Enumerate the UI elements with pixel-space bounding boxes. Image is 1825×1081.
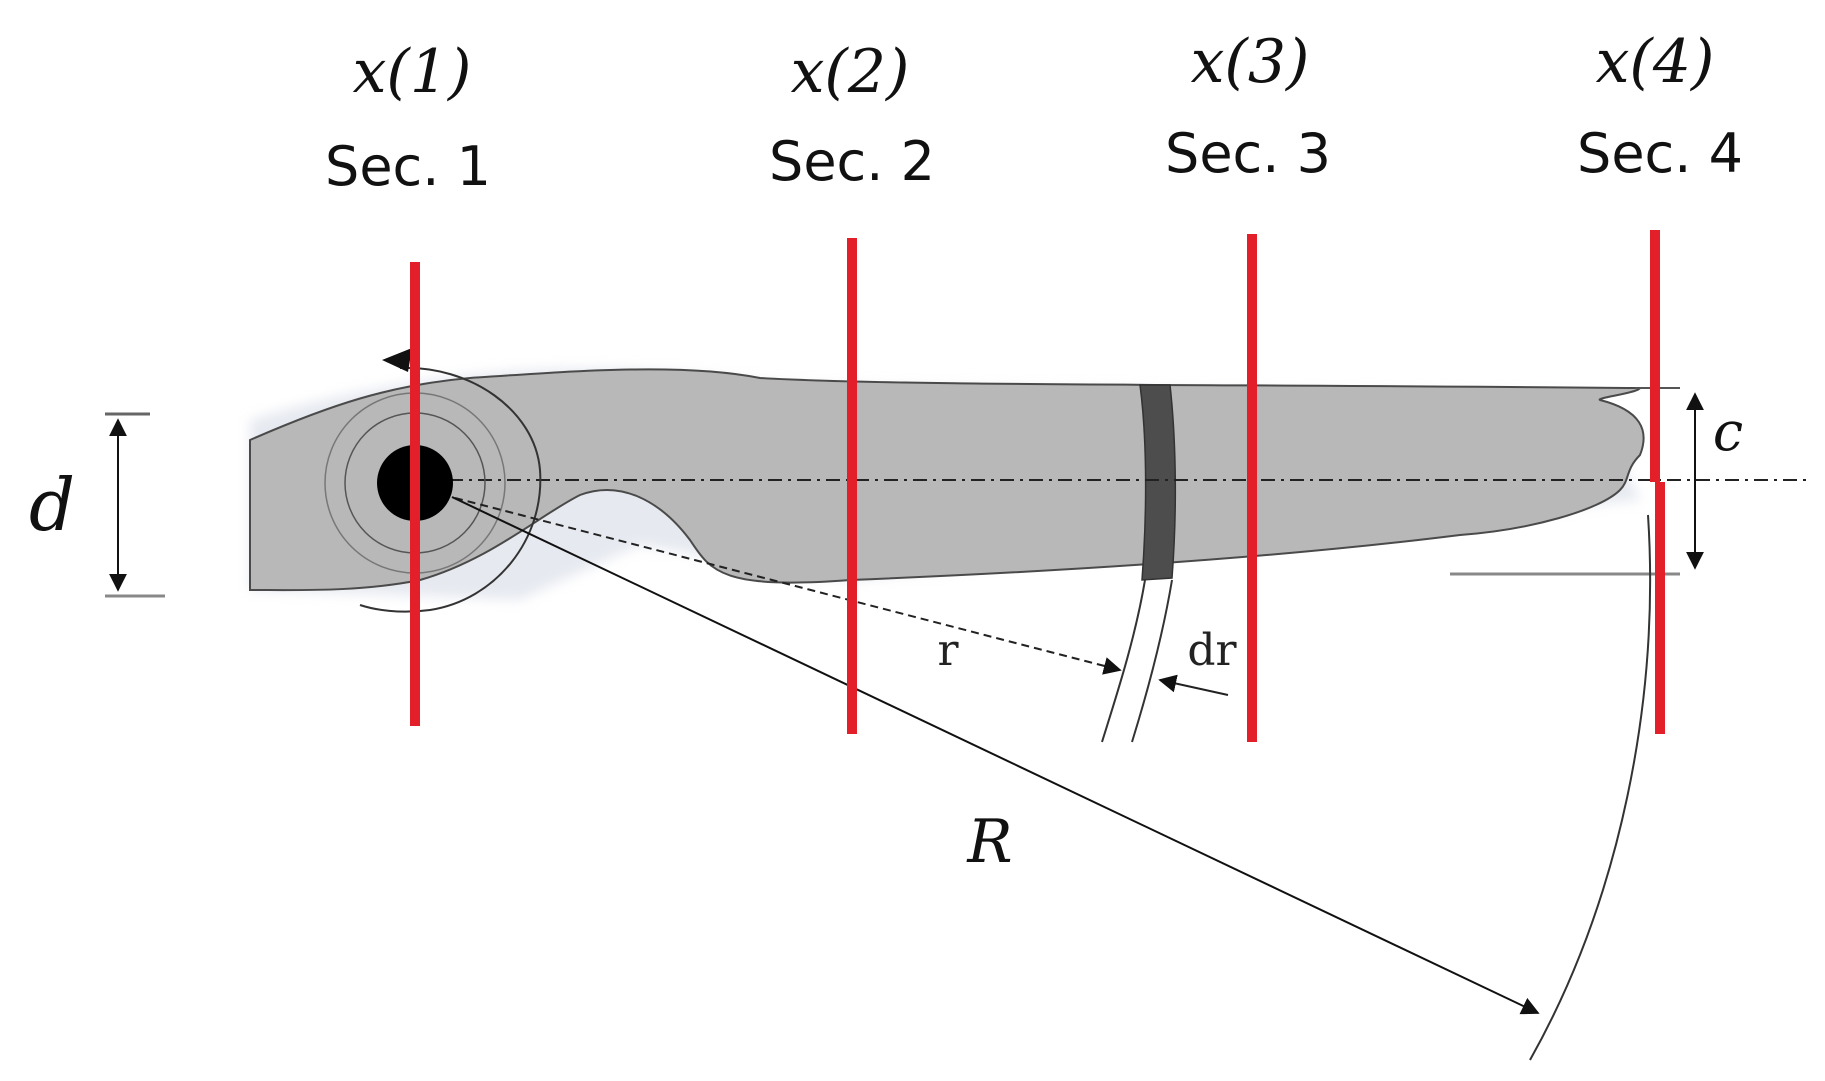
c-label: c [1713,400,1743,463]
blade-element-strip [1139,384,1177,581]
d-label: d [29,463,75,547]
section-2-x-label: x(2) [791,37,910,107]
dr-label: dr [1187,625,1237,676]
R-label: R [966,807,1012,877]
R-arc [1529,514,1652,1061]
rotation-arrow-head [382,348,412,372]
rotation-arrow-arc [359,366,542,613]
section-1-sec-label: Sec. 1 [325,135,491,198]
dr-arc-right [1131,579,1173,743]
radius-R-line [451,496,1540,1015]
section-2-sec-label: Sec. 2 [769,130,935,193]
section-4-x-label: x(4) [1596,27,1715,97]
section-1-x-label: x(1) [353,37,472,107]
radius-r-line [454,497,1122,675]
section-3-x-label: x(3) [1191,27,1310,97]
section-3-sec-label: Sec. 3 [1165,122,1331,185]
dr-arc-left [1101,579,1146,743]
r-label: r [937,625,959,676]
dr-arrow [1158,674,1229,696]
section-4-sec-label: Sec. 4 [1577,122,1743,185]
